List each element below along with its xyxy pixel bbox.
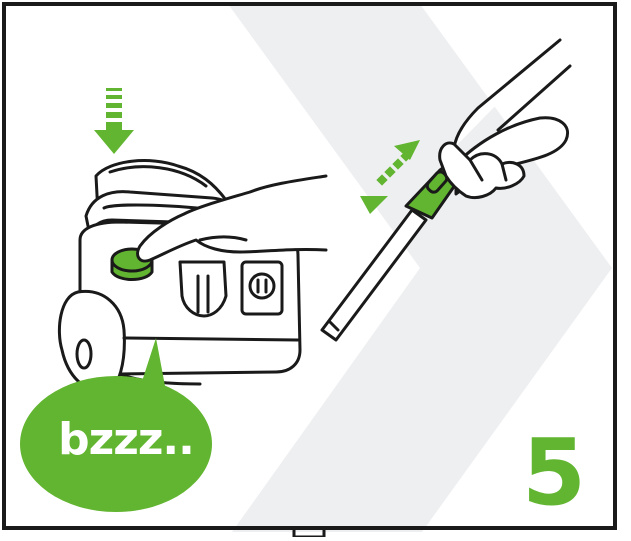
down-arrow-icon xyxy=(94,88,134,154)
sound-text: bzzz.. xyxy=(36,414,216,466)
bottom-tab xyxy=(294,528,324,537)
step-number: 5 xyxy=(518,427,588,519)
